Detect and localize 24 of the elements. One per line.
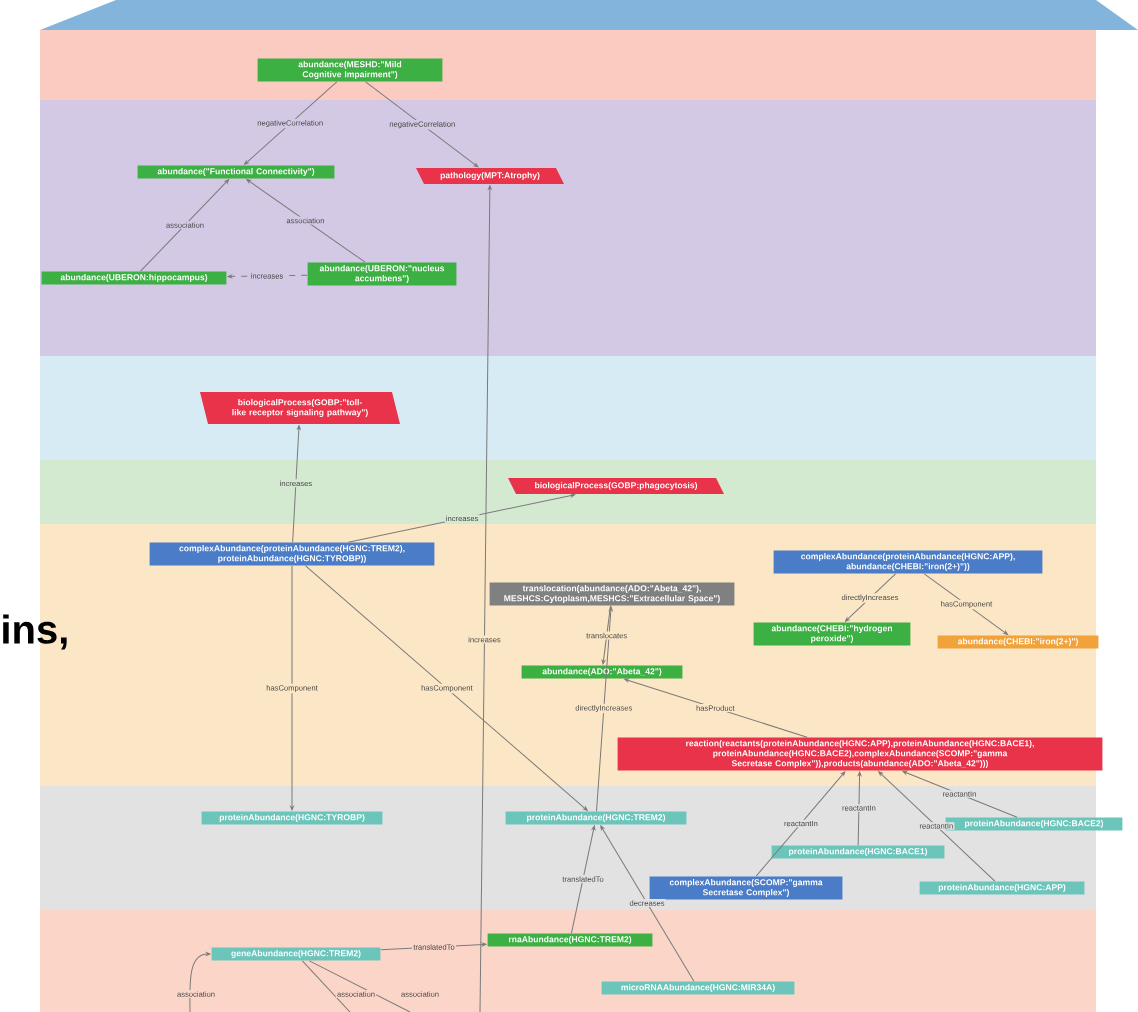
arrow — [140, 179, 229, 272]
arrow — [189, 952, 211, 1012]
arrow — [347, 493, 576, 543]
arrow — [601, 605, 611, 665]
arrow — [292, 425, 301, 543]
arrow — [878, 771, 996, 882]
arrow — [844, 573, 897, 622]
arrow — [380, 942, 487, 951]
arrow — [290, 565, 294, 811]
arrow — [624, 678, 808, 738]
arrow — [305, 565, 588, 811]
arrow — [479, 185, 492, 1012]
arrow — [244, 81, 338, 165]
arrow — [902, 770, 1018, 818]
arrow — [755, 771, 846, 877]
arrow — [596, 606, 613, 812]
arrow — [246, 179, 366, 263]
arrow — [857, 771, 862, 846]
arrow — [365, 81, 479, 168]
arrow — [600, 825, 695, 982]
arrow — [227, 274, 308, 279]
arrow — [923, 573, 1009, 635]
heading-fragment: ins, — [3, 614, 67, 650]
arrow — [570, 825, 596, 934]
